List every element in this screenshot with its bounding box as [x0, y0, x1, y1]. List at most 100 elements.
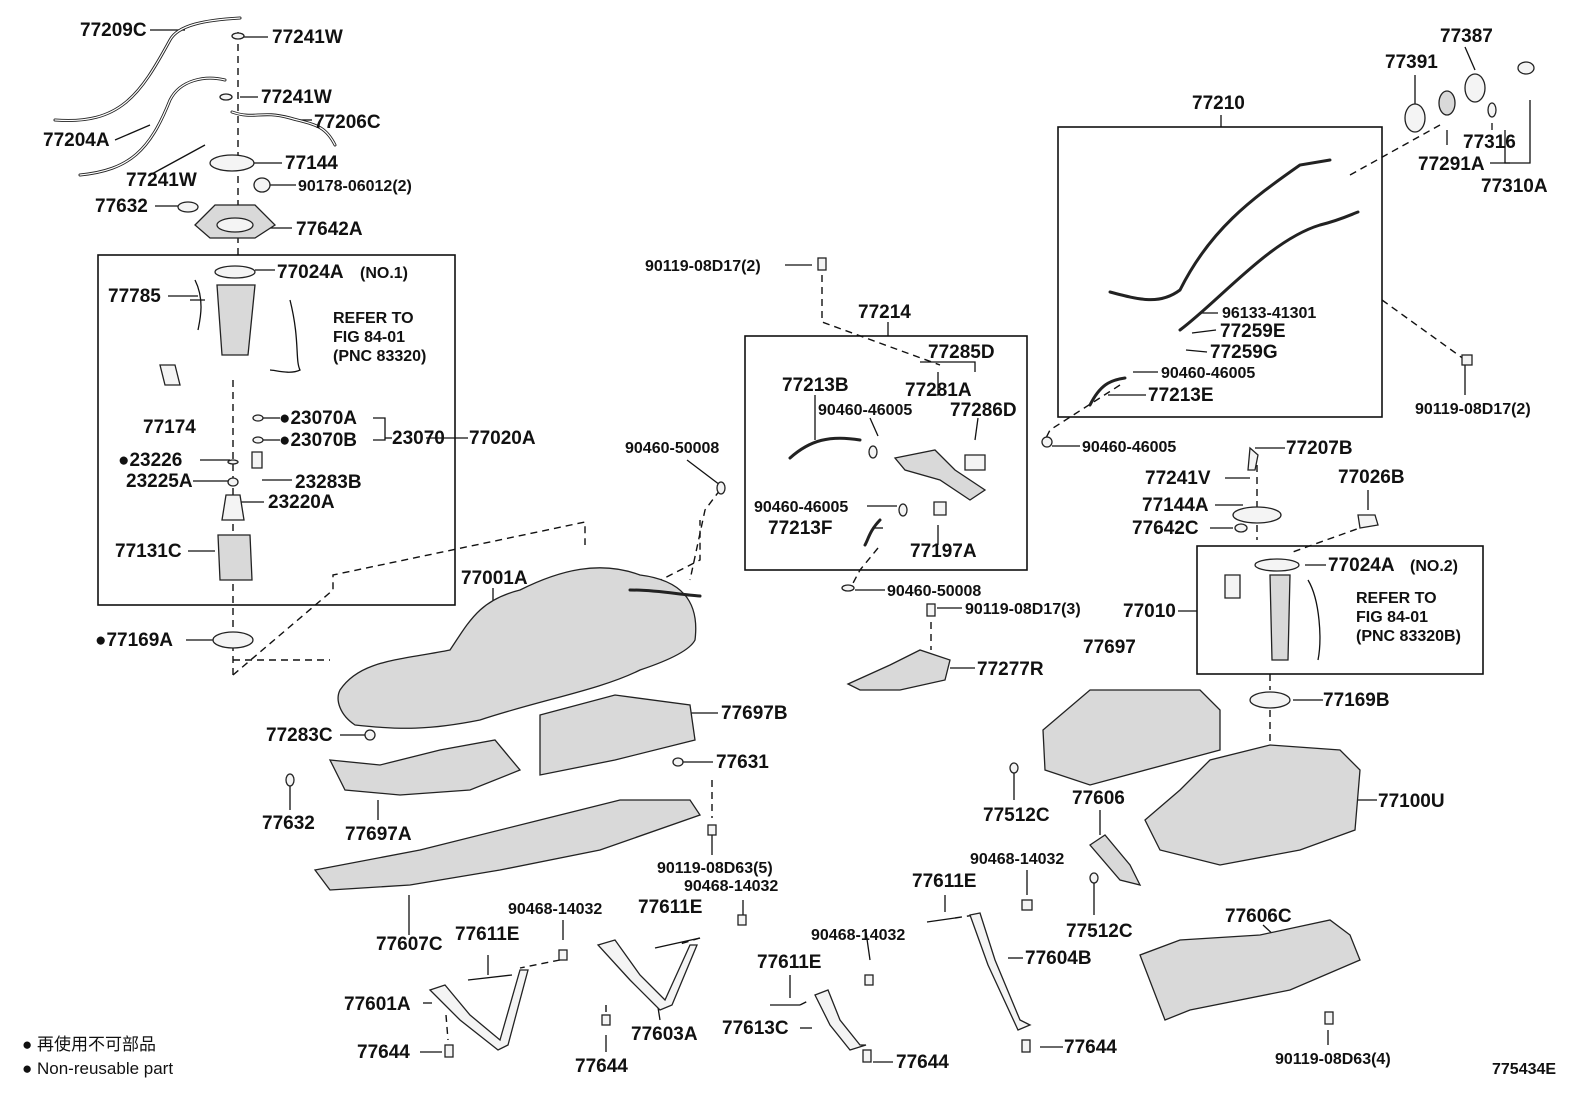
callout-77213E[interactable]: 77213E [1148, 385, 1214, 406]
callout-90460-46005[interactable]: 90460-46005 [1082, 439, 1176, 456]
callout-77611E[interactable]: 77611E [912, 871, 976, 892]
callout-23070A[interactable]: ●23070A [279, 408, 357, 429]
figure-code: 775434E [1492, 1061, 1556, 1078]
callout-77286D[interactable]: 77286D [950, 400, 1017, 421]
callout-77512C[interactable]: 77512C [1066, 921, 1133, 942]
callout-77604B[interactable]: 77604B [1025, 948, 1092, 969]
refer-note-line3: (PNC 83320B) [1356, 628, 1461, 645]
callout-23070B[interactable]: ●23070B [279, 430, 357, 451]
callout-77283C[interactable]: 77283C [266, 725, 333, 746]
callout-23283B[interactable]: 23283B [295, 472, 362, 493]
callout-77606C[interactable]: 77606C [1225, 906, 1292, 927]
callout-77310A[interactable]: 77310A [1481, 176, 1548, 197]
legend: ● 再使用不可部品 ● Non-reusable part [22, 1034, 173, 1078]
callout-96133-41301[interactable]: 96133-41301 [1222, 305, 1316, 322]
callout-77607C[interactable]: 77607C [376, 934, 443, 955]
callout-90119-08D63-4[interactable]: 90119-08D63(4) [1275, 1051, 1391, 1068]
callout-77642C[interactable]: 77642C [1132, 518, 1199, 539]
callout-77241W[interactable]: 77241W [272, 27, 343, 48]
callout-77644[interactable]: 77644 [1064, 1037, 1117, 1058]
callout-77241W[interactable]: 77241W [261, 87, 332, 108]
callout-77169B[interactable]: 77169B [1323, 690, 1390, 711]
callout-77010[interactable]: 77010 [1123, 601, 1176, 622]
callout-77024A-no2: (NO.2) [1410, 558, 1458, 575]
callout-77697A[interactable]: 77697A [345, 824, 412, 845]
callout-90460-50008[interactable]: 90460-50008 [625, 440, 719, 457]
callout-23070[interactable]: 23070 [392, 428, 445, 449]
callout-77281A[interactable]: 77281A [905, 380, 972, 401]
callout-90119-08D63-5[interactable]: 90119-08D63(5) [657, 860, 773, 877]
callout-77131C[interactable]: 77131C [115, 541, 182, 562]
callout-77207B[interactable]: 77207B [1286, 438, 1353, 459]
callout-77387[interactable]: 77387 [1440, 26, 1493, 47]
callout-77213F[interactable]: 77213F [768, 518, 832, 539]
callout-77697B[interactable]: 77697B [721, 703, 788, 724]
callout-77204A[interactable]: 77204A [43, 130, 110, 151]
callout-77020A[interactable]: 77020A [469, 428, 536, 449]
callout-77214[interactable]: 77214 [858, 302, 911, 323]
callout-90460-46005[interactable]: 90460-46005 [818, 402, 912, 419]
callout-23220A[interactable]: 23220A [268, 492, 335, 513]
callout-77209C[interactable]: 77209C [80, 20, 147, 41]
callout-77241V[interactable]: 77241V [1145, 468, 1211, 489]
callout-23225A[interactable]: 23225A [126, 471, 193, 492]
callout-77001A[interactable]: 77001A [461, 568, 528, 589]
callout-77206C[interactable]: 77206C [314, 112, 381, 133]
callout-90119-08D17-2[interactable]: 90119-08D17(2) [645, 258, 761, 275]
callout-77024A[interactable]: 77024A [1328, 555, 1395, 576]
callout-90468-14032[interactable]: 90468-14032 [970, 851, 1064, 868]
callout-90468-14032[interactable]: 90468-14032 [811, 927, 905, 944]
callout-77174[interactable]: 77174 [143, 417, 196, 438]
callout-77644[interactable]: 77644 [575, 1056, 628, 1077]
callout-77611E[interactable]: 77611E [638, 897, 702, 918]
filler-pipe-box-77210 [1057, 126, 1383, 418]
callout-90178-06012[interactable]: 90178-06012(2) [298, 178, 412, 195]
callout-77210[interactable]: 77210 [1192, 93, 1245, 114]
callout-77632[interactable]: 77632 [95, 196, 148, 217]
callout-77644[interactable]: 77644 [896, 1052, 949, 1073]
callout-77512C[interactable]: 77512C [983, 805, 1050, 826]
callout-77197A[interactable]: 77197A [910, 541, 977, 562]
callout-77631[interactable]: 77631 [716, 752, 769, 773]
callout-90468-14032[interactable]: 90468-14032 [684, 878, 778, 895]
callout-77277R[interactable]: 77277R [977, 659, 1044, 680]
callout-77144[interactable]: 77144 [285, 153, 338, 174]
callout-77026B[interactable]: 77026B [1338, 467, 1405, 488]
callout-77100U[interactable]: 77100U [1378, 791, 1445, 812]
callout-77285D[interactable]: 77285D [928, 342, 995, 363]
refer-note-line2: FIG 84-01 [333, 329, 405, 346]
callout-77642A[interactable]: 77642A [296, 219, 363, 240]
callout-77316[interactable]: 77316 [1463, 132, 1516, 153]
callout-23226[interactable]: ●23226 [118, 450, 182, 471]
callout-90460-46005[interactable]: 90460-46005 [754, 499, 848, 516]
callout-77259E[interactable]: 77259E [1220, 321, 1286, 342]
callout-90468-14032[interactable]: 90468-14032 [508, 901, 602, 918]
callout-77213B[interactable]: 77213B [782, 375, 849, 396]
callout-77024A[interactable]: 77024A [277, 262, 344, 283]
callout-77611E[interactable]: 77611E [455, 924, 519, 945]
refer-note-line1: REFER TO [1356, 590, 1437, 607]
callout-77613C[interactable]: 77613C [722, 1018, 789, 1039]
callout-77632[interactable]: 77632 [262, 813, 315, 834]
callout-77291A[interactable]: 77291A [1418, 154, 1485, 175]
callout-77606[interactable]: 77606 [1072, 788, 1125, 809]
legend-non-reusable-jp: ● 再使用不可部品 [22, 1034, 156, 1054]
callout-90460-50008[interactable]: 90460-50008 [887, 583, 981, 600]
callout-77259G[interactable]: 77259G [1210, 342, 1278, 363]
callout-77644[interactable]: 77644 [357, 1042, 410, 1063]
callout-77603A[interactable]: 77603A [631, 1024, 698, 1045]
callout-77611E[interactable]: 77611E [757, 952, 821, 973]
callout-90119-08D17-2[interactable]: 90119-08D17(2) [1415, 401, 1531, 418]
legend-non-reusable-en: ● Non-reusable part [22, 1059, 173, 1078]
callout-77697[interactable]: 77697 [1083, 637, 1136, 658]
callout-77169A[interactable]: ●77169A [95, 630, 173, 651]
callout-90460-46005[interactable]: 90460-46005 [1161, 365, 1255, 382]
callout-77785[interactable]: 77785 [108, 286, 161, 307]
refer-note-line2: FIG 84-01 [1356, 609, 1428, 626]
callout-77601A[interactable]: 77601A [344, 994, 411, 1015]
callout-77241W[interactable]: 77241W [126, 170, 197, 191]
callout-77391[interactable]: 77391 [1385, 52, 1438, 73]
callout-90119-08D17-3[interactable]: 90119-08D17(3) [965, 601, 1081, 618]
callout-77144A[interactable]: 77144A [1142, 495, 1209, 516]
refer-note-line1: REFER TO [333, 310, 414, 327]
